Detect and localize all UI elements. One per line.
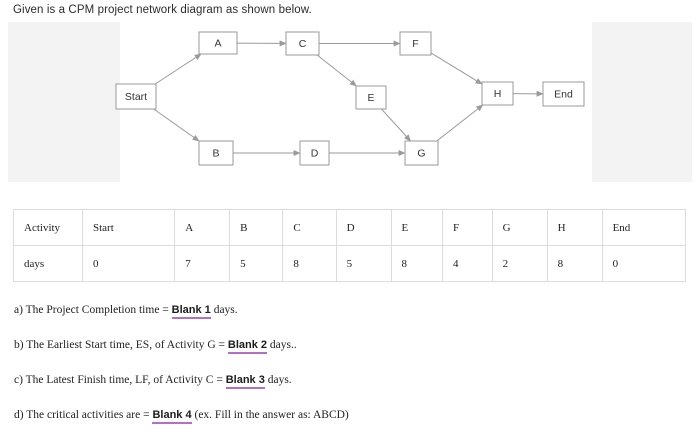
question-line-2: b) The Earliest Start time, ES, of Activ… [14,335,674,370]
node-e: E [356,86,386,109]
node-c: C [286,32,319,55]
table-cell: 0 [602,246,685,282]
node-f: F [400,32,431,55]
edge-f-to-h [431,53,482,84]
table-header-cell: B [230,210,283,246]
node-layer: Start A B C D E F G H End [116,32,584,165]
table-cell: 5 [336,246,391,282]
table-cell: 0 [83,246,175,282]
table-header-cell: E [391,210,442,246]
question-line-3: c) The Latest Finish time, LF, of Activi… [14,370,674,405]
questions-list: a) The Project Completion time = Blank 1… [14,300,674,440]
edge-start-to-b [154,109,199,141]
edge-e-to-g [381,109,410,141]
table-cell: days [14,246,83,282]
node-label-a: A [214,37,221,49]
table-header-cell: C [283,210,336,246]
table-header-cell: End [602,210,685,246]
intro-text: Given is a CPM project network diagram a… [13,4,312,16]
node-label-h: H [494,88,502,100]
node-label-f: F [412,38,418,50]
node-label-d: D [311,147,319,159]
table-header-cell: D [336,210,391,246]
table-header-cell: F [442,210,492,246]
answer-blank-2[interactable]: Blank 2 [228,339,267,354]
node-label-g: G [417,147,425,159]
table-cell: 8 [391,246,442,282]
node-b: B [199,141,233,165]
node-label-e: E [367,92,374,104]
question-prefix: b) The Earliest Start time, ES, of Activ… [14,339,228,351]
node-a: A [199,32,237,54]
table-header-cell: Start [83,210,175,246]
question-prefix: c) The Latest Finish time, LF, of Activi… [14,374,226,386]
edge-start-to-a [155,54,201,84]
table-header-cell: A [175,210,230,246]
node-label-start: Start [125,91,147,103]
node-g: G [405,141,438,165]
table-header-cell: H [547,210,602,246]
question-prefix: a) The Project Completion time = [14,304,172,316]
table-cell: 8 [547,246,602,282]
question-line-1: a) The Project Completion time = Blank 1… [14,300,674,335]
node-h: H [482,82,513,105]
question-suffix: days. [211,304,238,316]
edge-g-to-h [437,105,483,141]
table-header-cell: Activity [14,210,83,246]
edge-c-to-e [317,55,356,86]
node-start: Start [116,84,156,109]
table-header-cell: G [492,210,547,246]
table-cell: 2 [492,246,547,282]
answer-blank-3[interactable]: Blank 3 [226,374,265,389]
answer-blank-4[interactable]: Blank 4 [152,409,191,424]
table-cell: 8 [283,246,336,282]
question-suffix: (ex. Fill in the answer as: ABCD) [192,409,349,421]
cpm-network-diagram: Start A B C D E F G H End [0,18,700,188]
table-cell: 7 [175,246,230,282]
question-suffix: days.. [267,339,297,351]
answer-blank-1[interactable]: Blank 1 [172,304,211,319]
node-end: End [543,82,584,106]
node-label-b: B [212,147,219,159]
question-prefix: d) The critical activities are = [14,409,152,421]
question-suffix: days. [265,374,292,386]
table-cell: 5 [230,246,283,282]
table-cell: 4 [442,246,492,282]
diagram-canvas: Start A B C D E F G H End [0,18,700,188]
node-label-end: End [554,88,573,100]
node-d: D [300,141,329,165]
node-label-c: C [299,38,307,50]
